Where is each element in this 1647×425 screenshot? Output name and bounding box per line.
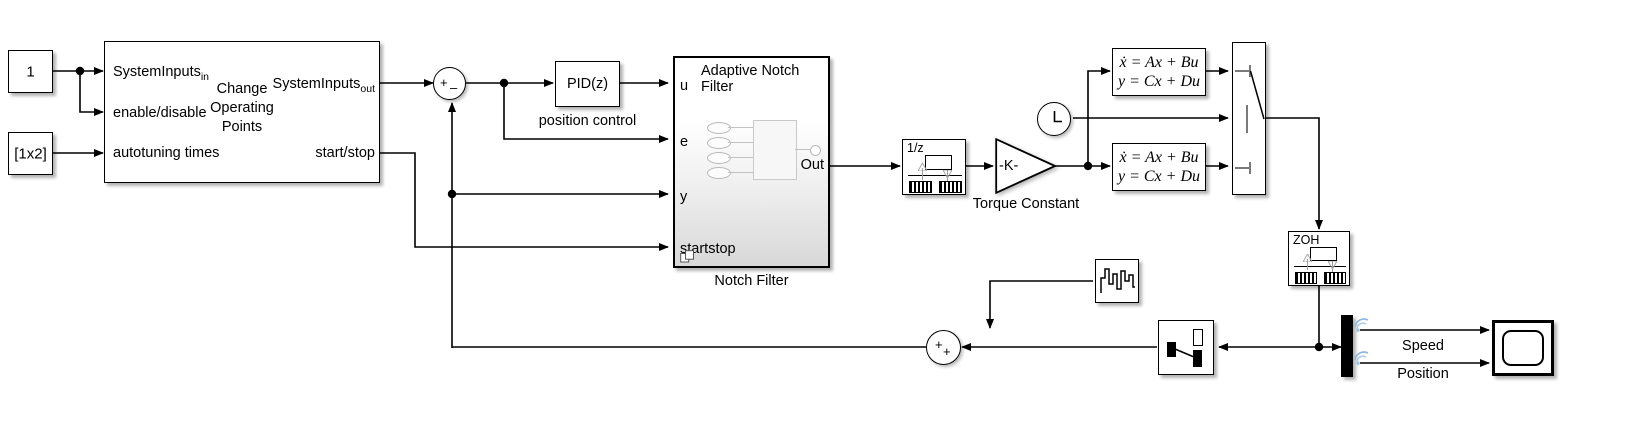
- zoh-tag: ZOH: [1293, 233, 1320, 247]
- band-limited-white-noise-block[interactable]: [1095, 259, 1139, 303]
- notch-port-e: e: [680, 134, 689, 150]
- rate-transition-lever-icon: [1174, 348, 1195, 358]
- port-label-systeminputs-out: SystemInputsout: [272, 76, 375, 95]
- state-space-block-bottom[interactable]: ẋ = Ax + Bu y = Cx + Du: [1112, 143, 1206, 191]
- change-operating-points-block[interactable]: Change Operating Points SystemInputsin e…: [104, 41, 380, 183]
- state-space-top-eq2: y = Cx + Du: [1117, 73, 1201, 90]
- notch-port-y: y: [680, 189, 688, 205]
- rate-transition-block-1z[interactable]: 1/z: [902, 139, 966, 195]
- rate-transition-feedback-block[interactable]: [1158, 320, 1214, 375]
- pid-caption: position control: [538, 113, 637, 129]
- pid-label: PID(z): [566, 76, 609, 92]
- notch-filter-caption: Notch Filter: [714, 273, 789, 289]
- sum-noise-sign-2: +: [943, 344, 951, 359]
- demux-output-label-position: Position: [1397, 366, 1449, 382]
- demux-output-label-speed: Speed: [1402, 338, 1444, 354]
- state-space-bottom-eq1: ẋ = Ax + Bu: [1119, 149, 1199, 166]
- torque-constant-caption: Torque Constant: [972, 196, 1080, 212]
- notch-filter-icon-art: [707, 120, 827, 182]
- notch-port-out: Out: [800, 157, 824, 173]
- rate-transition-tag: 1/z: [907, 141, 924, 155]
- constant-1-value: 1: [26, 63, 35, 80]
- adaptive-notch-filter-title: Adaptive Notch Filter: [701, 63, 800, 95]
- wire-junction: [1083, 161, 1093, 171]
- state-space-bottom-eq2: y = Cx + Du: [1117, 168, 1201, 185]
- wire-junction: [499, 78, 509, 88]
- gain-triangle-icon: [995, 138, 1057, 194]
- change-operating-points-title: Change Operating Points: [210, 81, 274, 135]
- port-label-start-stop: start/stop: [315, 145, 375, 161]
- demux-block[interactable]: [1341, 315, 1353, 377]
- signal-logging-icon: [1354, 318, 1369, 332]
- port-label-systeminputs-in: SystemInputsin: [113, 64, 210, 83]
- clock-block[interactable]: [1037, 102, 1071, 136]
- switch-lever-icon: [1249, 70, 1265, 120]
- constant-block-1[interactable]: 1: [8, 50, 53, 93]
- zoh-rate-transition-block[interactable]: ZOH: [1288, 231, 1350, 286]
- state-space-top-eq1: ẋ = Ax + Bu: [1119, 54, 1199, 71]
- zoh-down-arrow-icon: [1328, 261, 1337, 269]
- scope-screen: [1502, 330, 1544, 366]
- port-label-autotuning-times: autotuning times: [113, 145, 220, 161]
- port-label-enable-disable: enable/disable: [113, 105, 207, 121]
- wire-junction: [447, 189, 457, 199]
- signal-logging-icon: [1354, 351, 1369, 365]
- notch-port-u: u: [680, 78, 689, 94]
- pid-controller-block[interactable]: PID(z): [555, 61, 620, 107]
- switch-plant-select-block[interactable]: [1232, 42, 1266, 195]
- sum-noise-sign-1: +: [935, 337, 943, 352]
- sum-block-noise[interactable]: + +: [926, 330, 961, 365]
- random-signal-icon: [1100, 268, 1135, 293]
- torque-constant-gain-block[interactable]: -K-: [995, 138, 1057, 194]
- sum-sign-plus: +: [440, 75, 448, 90]
- zoh-up-arrow-icon: [1303, 254, 1312, 262]
- state-space-block-top[interactable]: ẋ = Ax + Bu y = Cx + Du: [1112, 48, 1206, 96]
- sum-block-error[interactable]: + –: [433, 67, 466, 100]
- constant-block-1x2[interactable]: [1x2]: [8, 132, 53, 175]
- sum-sign-minus: –: [450, 80, 458, 95]
- rate-up-arrow-icon: [918, 163, 927, 171]
- gain-label: -K-: [999, 158, 1019, 174]
- adaptive-notch-filter-block[interactable]: Adaptive Notch Filter u e y startstop Ou…: [673, 56, 830, 268]
- clock-hands-icon: [1053, 111, 1062, 123]
- subsystem-badge-icon: [680, 250, 694, 263]
- wire-junction: [1314, 342, 1324, 352]
- rate-down-arrow-icon: [943, 170, 952, 178]
- constant-1x2-value: [1x2]: [14, 145, 47, 162]
- scope-block[interactable]: [1492, 320, 1554, 376]
- wire-junction: [75, 66, 85, 76]
